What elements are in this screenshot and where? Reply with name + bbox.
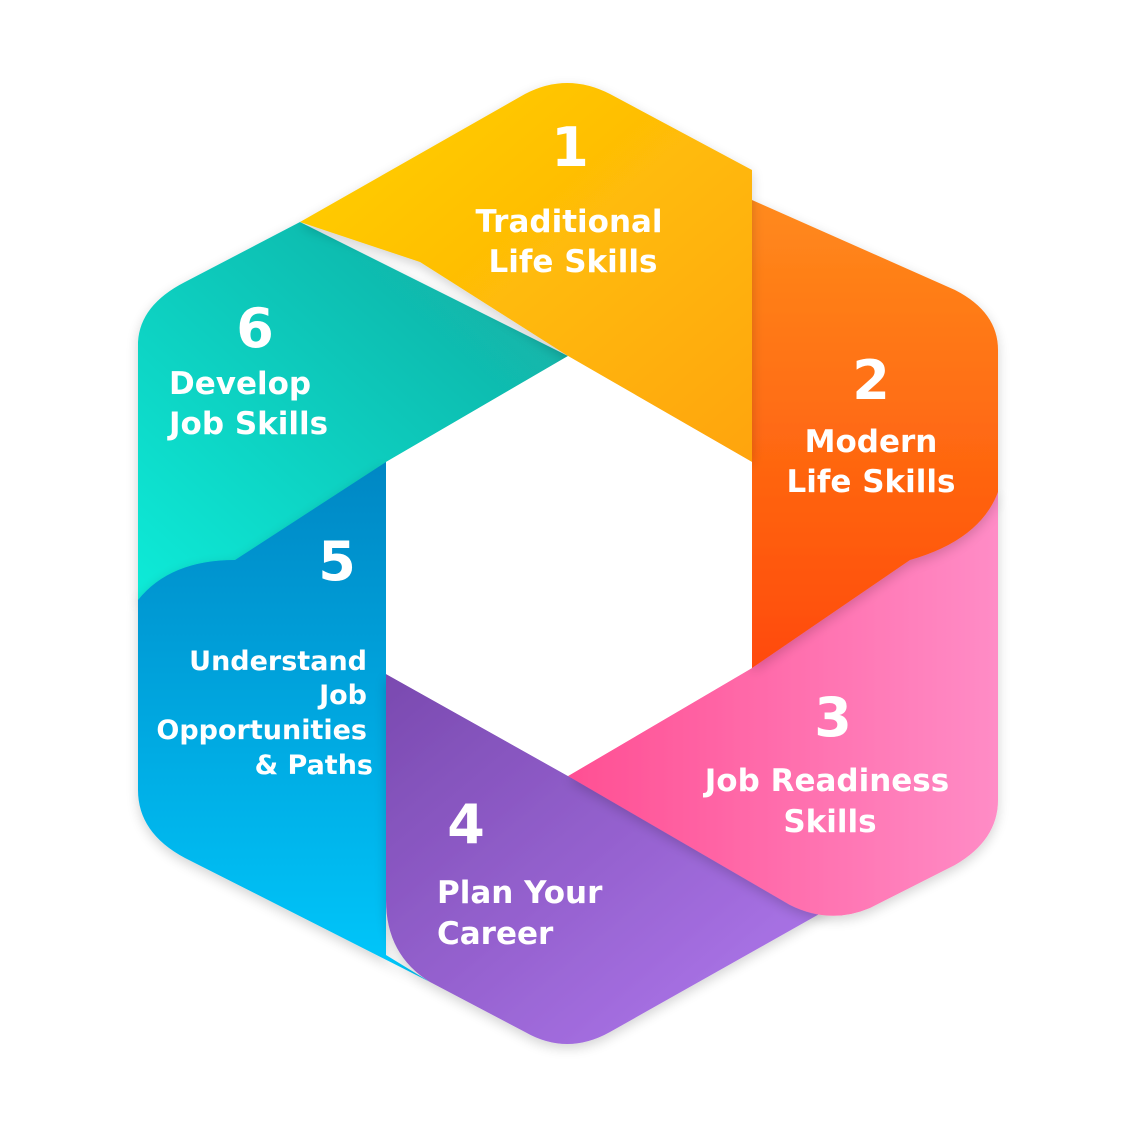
step-3: 3 Job Readiness Skills <box>703 686 949 840</box>
step-4: 4 Plan Your Career <box>437 793 603 952</box>
step-3-label-line-1: Job Readiness <box>703 763 949 799</box>
step-6-label-line-2: Job Skills <box>167 406 328 442</box>
step-5-label-line-4: & Paths <box>255 750 373 781</box>
step-2-label-line-1: Modern <box>805 424 938 460</box>
step-5: 5 Understand Job Opportunities & Paths <box>156 530 373 781</box>
step-2: 2 Modern Life Skills <box>787 349 956 500</box>
step-4-label-line-1: Plan Your <box>437 875 603 911</box>
step-2-label-line-2: Life Skills <box>787 464 956 500</box>
segment-1 <box>300 83 752 462</box>
step-6-label-line-1: Develop <box>169 366 311 402</box>
segment-4 <box>386 674 830 1044</box>
segment-6 <box>138 222 568 600</box>
step-2-number: 2 <box>852 349 890 412</box>
step-1-label-line-2: Life Skills <box>489 244 658 280</box>
step-6-number: 6 <box>236 297 274 360</box>
step-6: 6 Develop Job Skills <box>167 297 328 442</box>
step-1: 1 Traditional Life Skills <box>475 116 662 280</box>
step-5-label-line-3: Opportunities <box>156 715 367 746</box>
step-5-number: 5 <box>318 530 356 593</box>
step-4-number: 4 <box>447 793 485 856</box>
step-5-label-line-2: Job <box>317 680 367 711</box>
center-hexagon <box>386 356 752 776</box>
step-1-label-line-1: Traditional <box>475 204 662 240</box>
segment-5 <box>138 462 430 982</box>
step-3-number: 3 <box>814 686 852 749</box>
segment-2 <box>752 200 998 668</box>
step-4-label-line-2: Career <box>437 916 554 952</box>
step-3-label-line-2: Skills <box>783 804 876 840</box>
step-5-label-line-1: Understand <box>189 646 367 677</box>
step-1-number: 1 <box>551 116 589 179</box>
segment-3 <box>568 492 998 916</box>
